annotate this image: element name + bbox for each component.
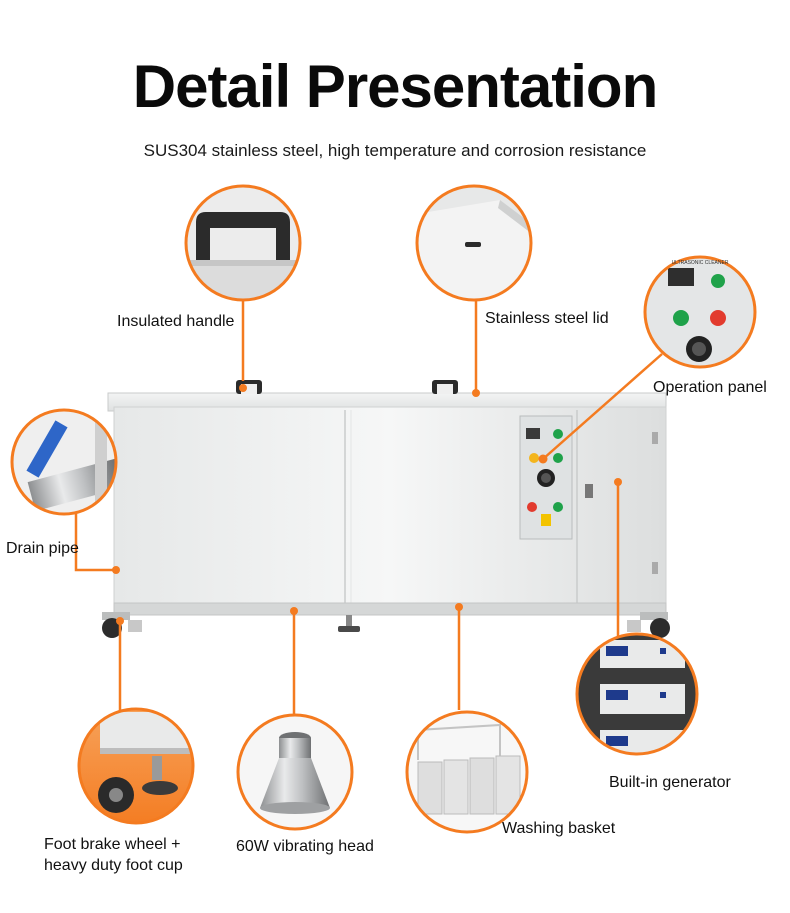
generator-icon — [600, 640, 685, 754]
handle-icon — [196, 212, 290, 262]
callout-lid — [415, 184, 533, 302]
leader-operation-panel — [542, 353, 663, 460]
lid-icon — [465, 242, 481, 247]
leader-drain — [74, 513, 116, 572]
panel-brand-text: ULTRASONIC CLEANER — [672, 260, 729, 266]
page-title: Detail Presentation — [132, 53, 659, 120]
machine-base — [113, 602, 667, 616]
transducer-icon — [260, 732, 330, 814]
basket-icon — [417, 723, 521, 815]
label-insulated-handle: Insulated handle — [117, 313, 235, 330]
label-vibrating-head: 60W vibrating head — [236, 838, 374, 855]
wheel-left — [102, 612, 142, 638]
hinge-top — [652, 432, 658, 444]
label-drain-pipe: Drain pipe — [6, 540, 79, 557]
page-subtitle: SUS304 stainless steel, high temperature… — [143, 141, 647, 160]
power-switch — [585, 484, 593, 498]
lid-handle-right — [432, 380, 458, 394]
leader-dots — [112, 384, 622, 625]
callout-basket — [405, 710, 529, 834]
label-stainless-lid: Stainless steel lid — [485, 310, 609, 327]
label-washing-basket: Washing basket — [502, 820, 616, 837]
cleaning-machine — [102, 380, 670, 638]
valve-icon — [26, 420, 68, 478]
callout-transducer — [236, 713, 354, 831]
label-foot-brake-wheel: Foot brake wheel + — [44, 836, 181, 853]
foot-cup-middle — [338, 615, 360, 632]
wheel-right — [627, 612, 670, 638]
callout-wheel — [77, 707, 195, 825]
hinge-bottom — [652, 562, 658, 574]
label-operation-panel: Operation panel — [653, 379, 767, 396]
label-built-in-generator: Built-in generator — [609, 774, 731, 791]
machine-body — [113, 406, 667, 613]
callout-generator — [575, 632, 699, 756]
machine-control-panel — [519, 415, 573, 540]
callout-handle — [184, 184, 302, 302]
callout-drain — [10, 408, 118, 516]
label-foot-cup: heavy duty foot cup — [44, 857, 183, 874]
callout-operation-panel — [643, 255, 757, 369]
control-panel-icon — [668, 268, 694, 286]
